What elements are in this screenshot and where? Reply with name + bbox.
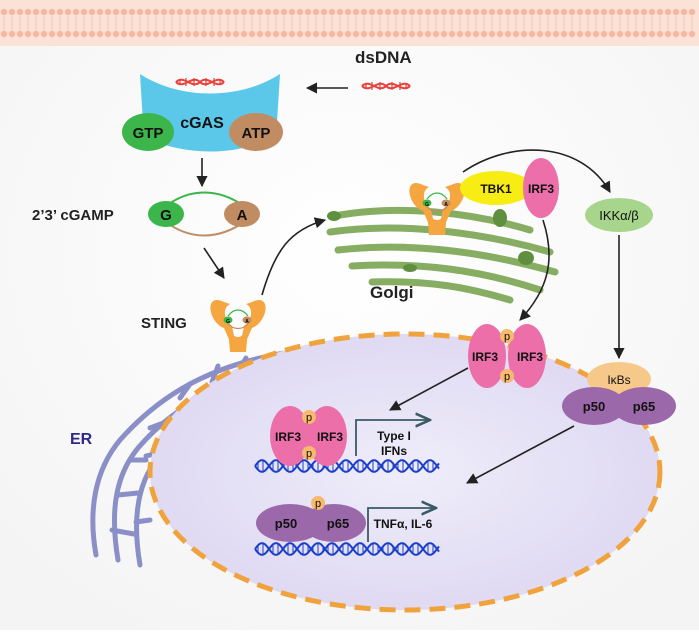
sting-a-label: A bbox=[245, 319, 249, 325]
cgas-label: cGAS bbox=[180, 115, 224, 132]
phosphate-bottom-label: p bbox=[504, 371, 510, 383]
irf3-dimer-to-nucleus-arrow bbox=[389, 367, 469, 411]
p65-cytosol-label: p65 bbox=[633, 399, 655, 414]
irf3-nuclear-left-label: IRF3 bbox=[275, 430, 301, 444]
phosphate-bottom bbox=[500, 369, 514, 383]
nuclear-phosphate-bottom-label: p bbox=[306, 448, 312, 460]
irf3-dimer-right-label: IRF3 bbox=[517, 350, 543, 364]
gtp-label: GTP bbox=[133, 125, 164, 142]
sting-label: STING bbox=[141, 315, 187, 332]
membrane-dots bbox=[0, 8, 696, 38]
cgas-enzyme: cGAS GTP ATP bbox=[122, 74, 283, 152]
nucleus bbox=[147, 331, 663, 613]
er-label: ER bbox=[70, 431, 93, 448]
ikk-label: IKKα/β bbox=[599, 208, 639, 223]
atp-molecule bbox=[229, 113, 283, 151]
p50-cytosol bbox=[562, 387, 626, 425]
cgamp-label: 2’3’ cGAMP bbox=[32, 207, 114, 224]
irf3-to-dimer-arrow bbox=[519, 219, 550, 321]
ikbs-protein bbox=[587, 362, 651, 396]
irf3-dimer-left-label: IRF3 bbox=[472, 350, 498, 364]
nfkb-to-nucleus-arrow bbox=[466, 425, 575, 484]
sting-dimer-golgi: G A bbox=[409, 182, 465, 235]
golgi-label: Golgi bbox=[370, 283, 413, 302]
golgi-sting-a-label: A bbox=[444, 202, 448, 208]
tnf-transcription-arrow bbox=[367, 508, 436, 542]
sting-to-golgi-arrow bbox=[261, 217, 327, 296]
tbk1-label: TBK1 bbox=[480, 182, 512, 196]
p50-nuclear-label: p50 bbox=[275, 516, 297, 531]
tnf-il6-label: TNFα, IL-6 bbox=[374, 517, 433, 531]
gtp-molecule bbox=[122, 113, 174, 151]
sting-dimer-er: G A bbox=[210, 299, 266, 352]
phosphate-top bbox=[500, 329, 514, 343]
nuclear-phosphate-top-label: p bbox=[306, 412, 312, 424]
p65-cytosol bbox=[612, 387, 676, 425]
atp-label: ATP bbox=[242, 125, 271, 142]
type-i-label: Type I bbox=[377, 429, 411, 443]
golgi-sting-g-label: G bbox=[425, 202, 429, 208]
irf3-phospho-dimer: p p IRF3 IRF3 bbox=[468, 324, 546, 388]
plasma-membrane bbox=[0, 0, 699, 46]
ikk-complex bbox=[585, 198, 653, 232]
irf3-golgi-protein bbox=[523, 158, 559, 218]
p50-cytosol-label: p50 bbox=[583, 399, 605, 414]
cgamp-to-sting-arrow bbox=[203, 247, 225, 279]
irf3-golgi-label: IRF3 bbox=[528, 182, 554, 196]
golgi-apparatus bbox=[326, 206, 559, 304]
cgamp-molecule: G A bbox=[148, 191, 260, 237]
irf3-dimer-nuclear: p p IRF3 IRF3 bbox=[270, 406, 347, 466]
p65-nuclear-label: p65 bbox=[327, 516, 349, 531]
cgamp-g-label: G bbox=[160, 207, 172, 224]
ifn-transcription-arrow bbox=[355, 420, 430, 456]
dna-strand-tnf bbox=[254, 542, 440, 556]
dsdna-fragment bbox=[361, 82, 411, 90]
nfkb-ikbs-complex: IκBs p50 p65 bbox=[562, 362, 676, 425]
nfkb-phosphate-label: p bbox=[315, 498, 321, 510]
dsdna-label: dsDNA bbox=[355, 48, 412, 67]
ikbs-label: IκBs bbox=[607, 373, 630, 387]
nfkb-nuclear: p p50 p65 bbox=[256, 496, 366, 542]
tbk1-to-ikk-arrow bbox=[462, 149, 611, 193]
sting-g-label: G bbox=[226, 319, 230, 325]
irf3-nuclear-right-label: IRF3 bbox=[317, 430, 343, 444]
tbk1-protein bbox=[460, 171, 532, 205]
cgamp-a-label: A bbox=[237, 207, 248, 224]
ifns-label: IFNs bbox=[381, 444, 407, 458]
phosphate-top-label: p bbox=[504, 331, 510, 343]
